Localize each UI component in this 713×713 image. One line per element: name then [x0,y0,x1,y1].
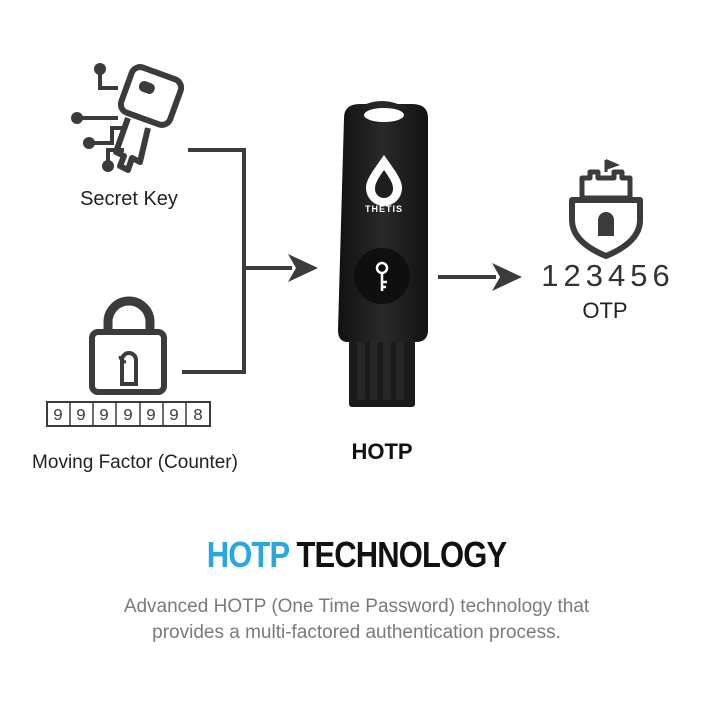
description-line-1: Advanced HOTP (One Time Password) techno… [123,596,590,617]
device-caption: HOTP [351,439,413,464]
counter-digit: 9 [169,407,179,426]
arrow-to-device-icon [288,254,318,282]
counter-digit: 8 [193,407,203,426]
key-icon [375,261,389,291]
secret-key-icon [71,63,185,173]
usb-token-device: THETIS [338,101,428,407]
description-text: Advanced HOTP (One Time Password) techno… [60,594,653,646]
heading-highlight: HOTP [206,534,290,575]
counter-digit: 9 [123,407,133,426]
counter-digit: 9 [99,407,109,426]
counter-display: 9 9 9 9 9 9 8 [46,401,211,427]
input-connector [182,148,292,374]
otp-code: 123456 [541,258,675,293]
shield-castle-icon [569,159,643,259]
padlock-icon [89,296,167,395]
otp-label: OTP [582,298,628,323]
counter-digit: 9 [53,407,63,426]
counter-digit: 9 [146,407,156,426]
description-line-2: provides a multi-factored authentication… [152,622,561,643]
secret-key-label: Secret Key [80,188,178,210]
arrow-to-otp-icon [492,263,522,291]
counter-digit: 9 [76,407,86,426]
moving-factor-label: Moving Factor (Counter) [32,452,238,473]
heading-rest: TECHNOLOGY [288,534,507,575]
device-brand: THETIS [365,204,403,214]
section-heading: HOTP TECHNOLOGY [50,534,663,576]
